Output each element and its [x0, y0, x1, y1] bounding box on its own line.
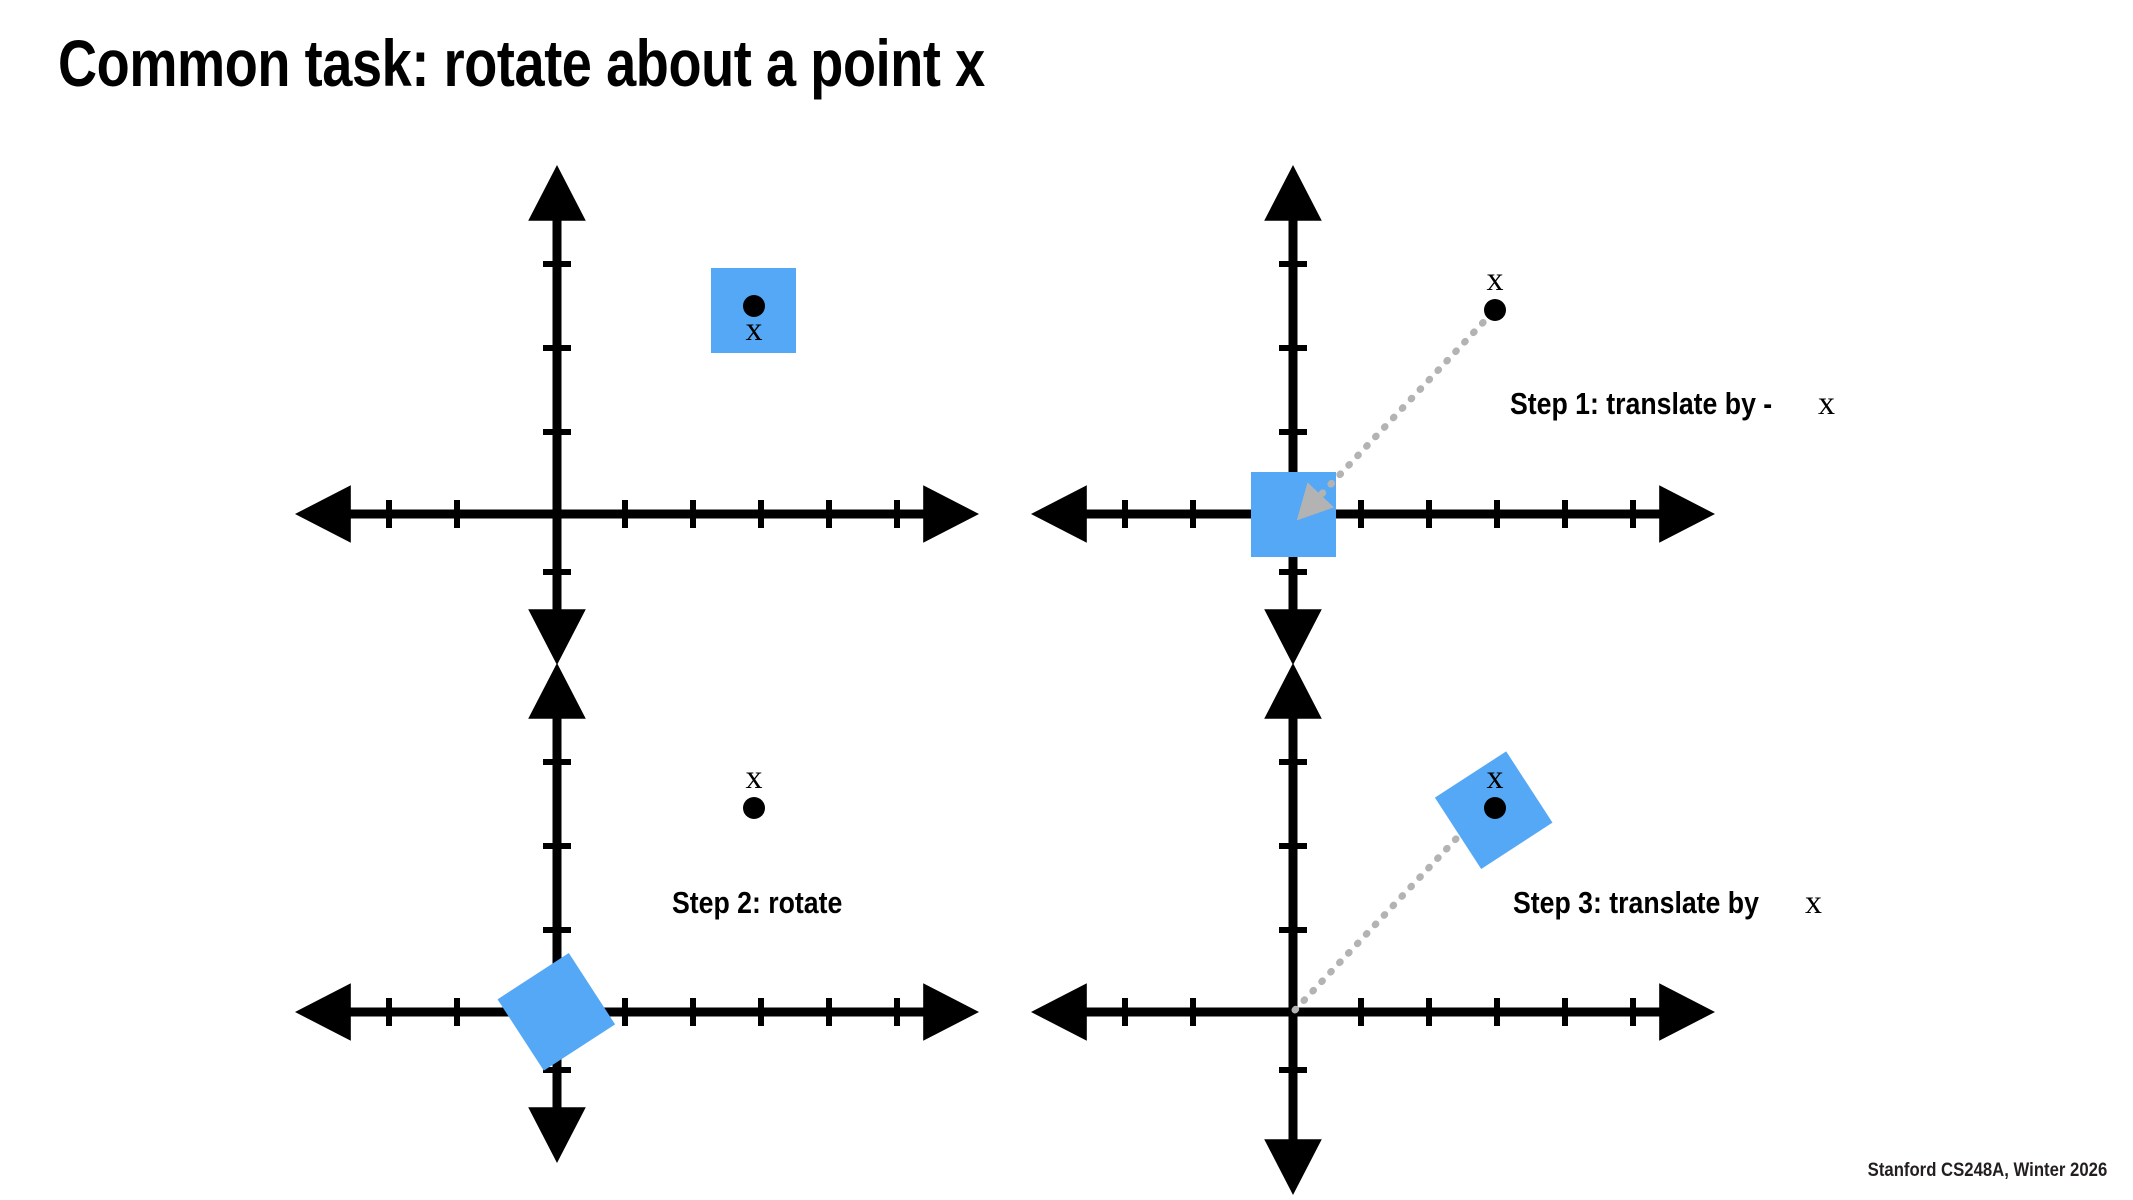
blue-square — [497, 953, 616, 1071]
panel-step-3: x Step 3: translate by x — [1031, 663, 1822, 1195]
translation-arrow — [1291, 803, 1490, 1014]
x-axis-ticks — [386, 500, 900, 528]
axes-group — [1031, 663, 1715, 1195]
point-label: x — [746, 311, 763, 348]
step-caption: Step 2: rotate — [672, 886, 842, 920]
y-axis-ticks — [543, 759, 571, 1073]
blue-square — [1251, 472, 1336, 557]
x-axis-ticks — [1122, 998, 1636, 1026]
panel-step-1: x Step 1: translate by - x — [1031, 165, 1835, 665]
y-axis-ticks — [543, 261, 571, 575]
point-marker — [1484, 797, 1506, 819]
axes-group — [295, 165, 979, 665]
point-label: x — [746, 759, 763, 796]
point-marker — [743, 797, 765, 819]
step-caption-text: Step 3: translate by — [1513, 886, 1759, 920]
point-marker — [1484, 299, 1506, 321]
x-axis-ticks — [1122, 500, 1636, 528]
translation-arrow — [1296, 309, 1496, 521]
axes-group — [295, 663, 979, 1163]
step-caption: Step 1: translate by - — [1510, 387, 1772, 421]
y-axis-ticks — [1279, 261, 1307, 575]
step-caption: Step 3: translate by — [1513, 886, 1759, 920]
point-label: x — [1487, 261, 1504, 298]
footer-course-label: Stanford CS248A, Winter 2026 — [1867, 1160, 2107, 1181]
step-caption-math: x — [1818, 385, 1835, 422]
step-caption-text: Step 1: translate by - — [1510, 387, 1772, 421]
step-caption-math: x — [1805, 884, 1822, 921]
panel-original: x — [295, 165, 979, 665]
y-axis-ticks — [1279, 759, 1307, 1073]
point-label: x — [1487, 759, 1504, 796]
page-title: Common task: rotate about a point x — [58, 26, 985, 100]
point-marker — [743, 295, 765, 317]
step-caption-text: Step 2: rotate — [672, 886, 842, 920]
x-axis-ticks — [386, 998, 900, 1026]
panel-step-2: x Step 2: rotate — [295, 663, 979, 1163]
